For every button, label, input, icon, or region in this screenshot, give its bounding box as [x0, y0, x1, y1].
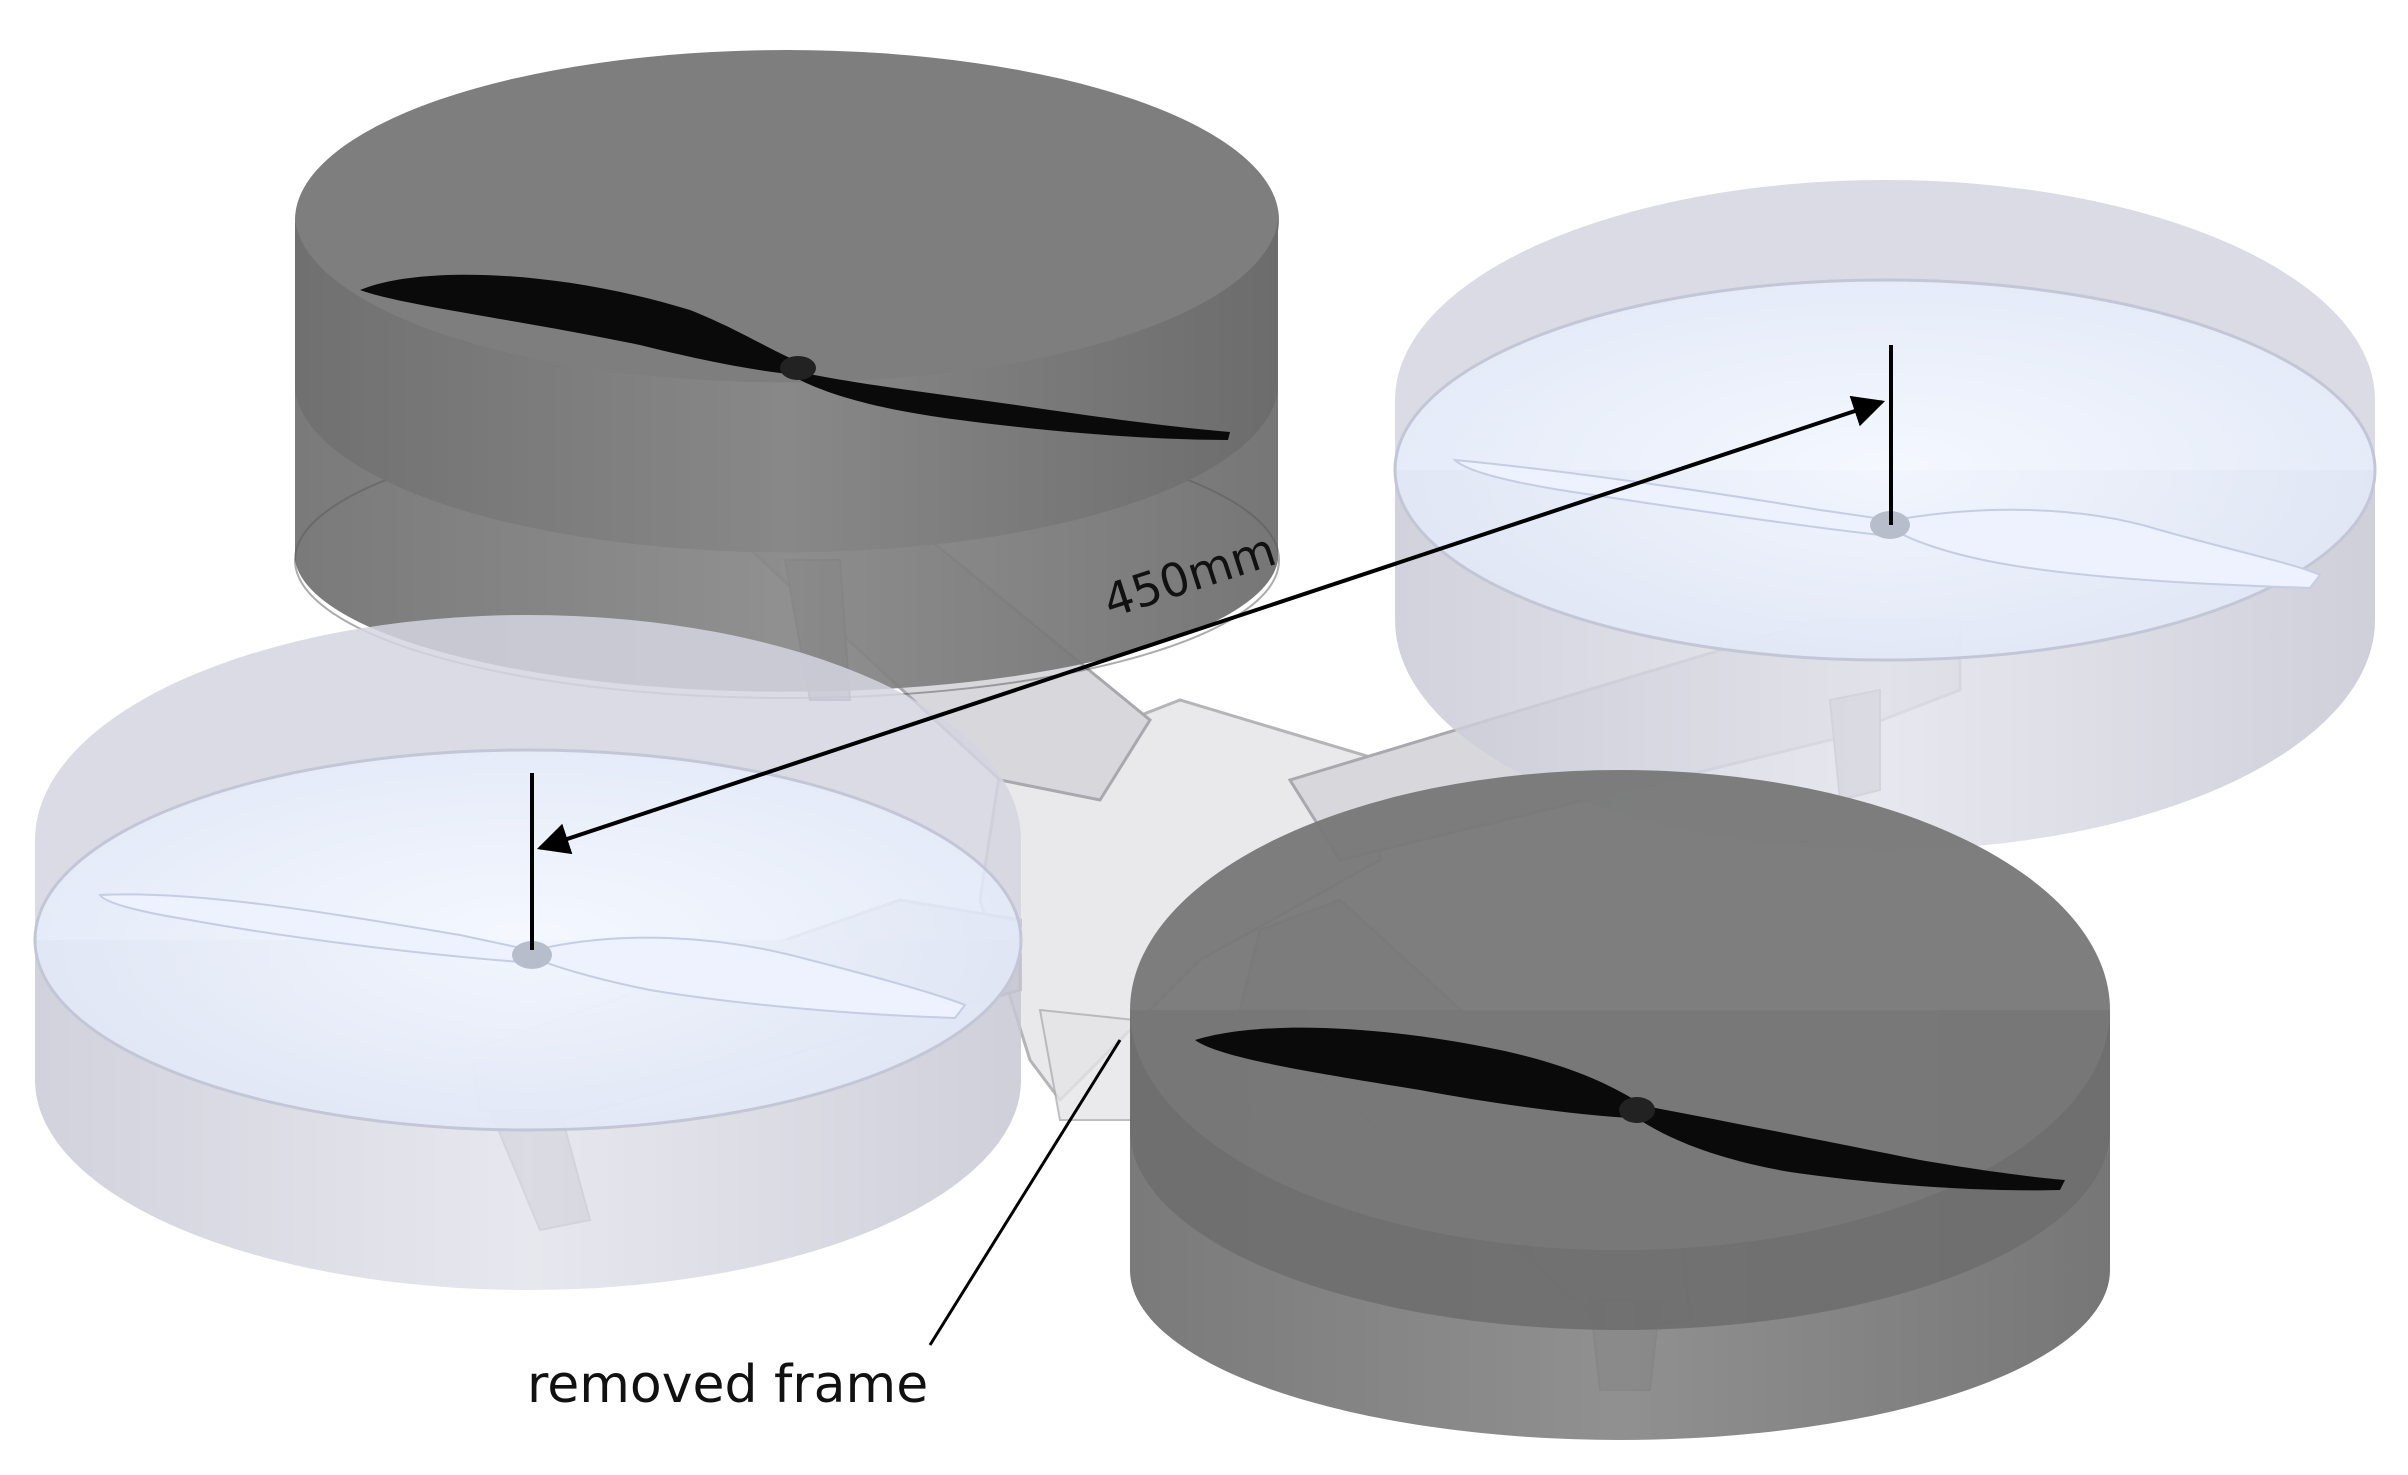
cylinder-upper-rim: [1395, 180, 2375, 470]
cylinder-top: [1130, 770, 2110, 1250]
rotor-cylinder-lower-right: [1130, 770, 2110, 1440]
propeller-blade: [1195, 1027, 1635, 1118]
propeller-blade: [1894, 508, 2322, 590]
propeller-lower-left: [98, 893, 967, 1020]
cylinder-top: [35, 750, 1021, 1130]
frame-label: removed frame: [527, 1355, 928, 1415]
propeller-hub: [780, 356, 816, 380]
propeller-blade: [1640, 1105, 2065, 1191]
dimension-arrow: [536, 395, 1886, 855]
callout-leader-line: [928, 1039, 1122, 1346]
propeller-blade: [98, 893, 532, 964]
propeller-hub: [1619, 1097, 1655, 1123]
cylinder-band: [1130, 1010, 2110, 1330]
propeller-lower-right: [1195, 1027, 2065, 1191]
propeller-blade: [534, 936, 967, 1020]
propeller-blade: [360, 274, 800, 375]
cylinder-rim-edge: [33, 748, 1023, 1132]
rotor-cylinder-lower-left: [33, 615, 1023, 1290]
frame-callout: removed frame: [527, 1039, 1122, 1415]
propeller-hub: [512, 941, 552, 969]
